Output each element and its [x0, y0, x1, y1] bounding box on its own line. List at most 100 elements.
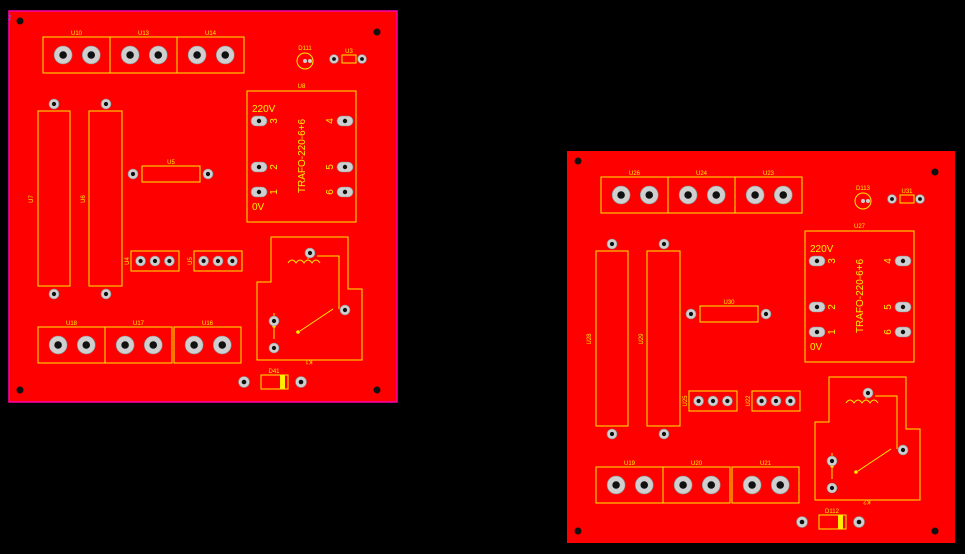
board_right-terminal-u23-outline[interactable] — [734, 176, 803, 214]
board_right-terminal-u21-label: U21 — [760, 461, 772, 467]
board_right-relay-outline[interactable] — [814, 376, 921, 501]
board_right-terminal-u24-label: U24 — [696, 171, 708, 177]
board_left-relay-label: K1 — [305, 358, 313, 364]
board_right-terminal-u23-label: U23 — [763, 171, 775, 177]
board_right-terminal-u20-outline[interactable] — [662, 466, 731, 504]
board_left-terminal-u18-pad-2-hole — [82, 341, 91, 349]
board_right-trafo-pin-3-hole — [814, 258, 820, 264]
board_left-res-mid-body[interactable] — [141, 165, 201, 183]
board_right-terminal-u20-label: U20 — [691, 461, 703, 467]
board_right-v1-pad-top-hole — [609, 241, 615, 247]
board_right-res-small-label: U31 — [901, 189, 913, 195]
board_left-mount-hole-tl — [16, 17, 24, 25]
board_right-v2-label: U29 — [639, 333, 645, 345]
board_left-mount-hole-bl — [16, 386, 24, 394]
board_right-header-u25-outline[interactable] — [688, 390, 738, 412]
board_left-header2-u5-pad-1-hole — [201, 258, 206, 264]
board_left-led-pad-1[interactable] — [303, 59, 307, 63]
board_left-terminal-u14-label: U14 — [205, 31, 217, 37]
board_left-relay-pad-nc-hole — [271, 345, 277, 351]
board_right-mount-hole-br — [931, 527, 939, 535]
board_right-res-small-pad-2-hole — [918, 197, 922, 201]
board_right-res-mid-body[interactable] — [699, 305, 759, 323]
board_right-res-small-body[interactable] — [899, 194, 915, 204]
board_right-trafo-pin-5-hole — [900, 304, 906, 310]
board_right-trafo-type: TRAFO-220-6+6 — [855, 258, 866, 333]
board_left-relay-coil — [287, 259, 321, 264]
board_left-led-pad-2[interactable] — [308, 59, 312, 63]
board_right-terminal-u21-pad-2-hole — [776, 481, 785, 489]
board_right-trafo-pin-num-2: 2 — [827, 304, 838, 310]
board_left-terminal-u14-outline[interactable] — [176, 36, 245, 74]
board_left-mount-hole-tr — [373, 28, 381, 36]
board_left-substrate[interactable] — [9, 11, 397, 402]
board_right-trafo-label: U27 — [854, 224, 866, 230]
board_left-terminal-u16-pad-2-hole — [218, 341, 227, 349]
board_left-terminal-u10-label: U10 — [71, 31, 83, 37]
board_right-terminal-u21-outline[interactable] — [731, 466, 800, 504]
board_right-header-u25-label: U25 — [683, 395, 689, 407]
board_right-v1-body[interactable] — [595, 250, 629, 427]
board_right-trafo-v-low: 0V — [810, 342, 823, 353]
board_left-res-small-label: U3 — [345, 49, 353, 55]
board_right-substrate[interactable] — [567, 151, 955, 543]
board_left-v1-body[interactable] — [37, 110, 71, 287]
board_right-header2-u22-outline[interactable] — [751, 390, 801, 412]
board_left-terminal-u16-pad-1-hole — [190, 341, 198, 349]
board_left-relay-outline[interactable] — [256, 236, 363, 361]
board_left-v1-label: U7 — [29, 195, 35, 203]
board_left-diode-body[interactable] — [260, 374, 289, 390]
board_right-relay-label: K2 — [863, 498, 871, 504]
board_left-led-outline[interactable] — [296, 52, 314, 70]
board_right-diode-pad-1-hole — [799, 519, 805, 525]
board_right-v2-pad-bot-hole — [661, 431, 667, 437]
board_left-header2-u5-label: U5 — [188, 257, 194, 265]
board_left-header-u4-pad-2-hole — [152, 258, 158, 264]
board_right-relay-pad-no-hole — [900, 447, 906, 453]
board_right-trafo-pin-num-3: 3 — [827, 258, 838, 264]
board_right-led-pad-2[interactable] — [866, 199, 870, 203]
board_right-terminal-u19-pad-2-hole — [640, 481, 649, 489]
board_right-mount-hole-tl — [574, 157, 582, 165]
board_right-terminal-u19-pad-1-hole — [612, 481, 620, 489]
board_left-terminal-u10-pad-1-hole — [59, 51, 67, 59]
board_right-diode-body[interactable] — [818, 514, 847, 530]
board_left-header2-u5-outline[interactable] — [193, 250, 243, 272]
board_left-trafo-pin-num-6: 6 — [325, 189, 336, 195]
board_left-v2-pad-top-hole — [103, 101, 109, 107]
board_left-diode-band — [280, 375, 285, 389]
board_left-terminal-u17-label: U17 — [133, 321, 145, 327]
board_left-terminal-u16-outline[interactable] — [173, 326, 242, 364]
board_right-relay-pivot — [854, 470, 858, 474]
board_right-header2-u22-pad-2-hole — [773, 398, 779, 404]
board_right-led-outline[interactable] — [854, 192, 872, 210]
board_left-trafo-v-high: 220V — [252, 104, 276, 115]
board_right-led-pad-1[interactable] — [861, 199, 865, 203]
board_right-trafo-pin-6-hole — [900, 329, 906, 335]
board_right-v2-body[interactable] — [646, 250, 681, 427]
board_left-trafo-pin-1-hole — [256, 189, 262, 195]
board_left-res-small-pad-2-hole — [360, 57, 364, 61]
board_left-relay-pivot — [296, 330, 300, 334]
board_left-diode-pad-1-hole — [241, 379, 247, 385]
board_right-relay-pad-coil1-hole — [865, 390, 871, 396]
board_right-terminal-u20-pad-1-hole — [679, 481, 687, 489]
board_right-terminal-u26-pad-1-hole — [617, 191, 625, 199]
board_left-header-u4-outline[interactable] — [130, 250, 180, 272]
board_left-terminal-u17-pad-2-hole — [149, 341, 158, 349]
board_left-v2-body[interactable] — [88, 110, 123, 287]
board_left-terminal-u17-outline[interactable] — [104, 326, 173, 364]
board_right-trafo-outline[interactable] — [804, 230, 915, 363]
board_left-header-u4-pad-3-hole — [167, 258, 172, 264]
board_right-diode-band — [838, 515, 843, 529]
board_right-res-mid-pad-1-hole — [688, 311, 694, 317]
board_left-res-mid-pad-2-hole — [205, 171, 211, 177]
board_left-corner-label: Z — [8, 16, 12, 22]
board_left-trafo-outline[interactable] — [246, 90, 357, 223]
board_left-trafo-pin-3-hole — [256, 118, 262, 124]
board_right-terminal-u26-label: U26 — [629, 171, 641, 177]
board_right-header-u25-pad-1-hole — [696, 398, 701, 404]
board_left-res-small-body[interactable] — [341, 54, 357, 64]
